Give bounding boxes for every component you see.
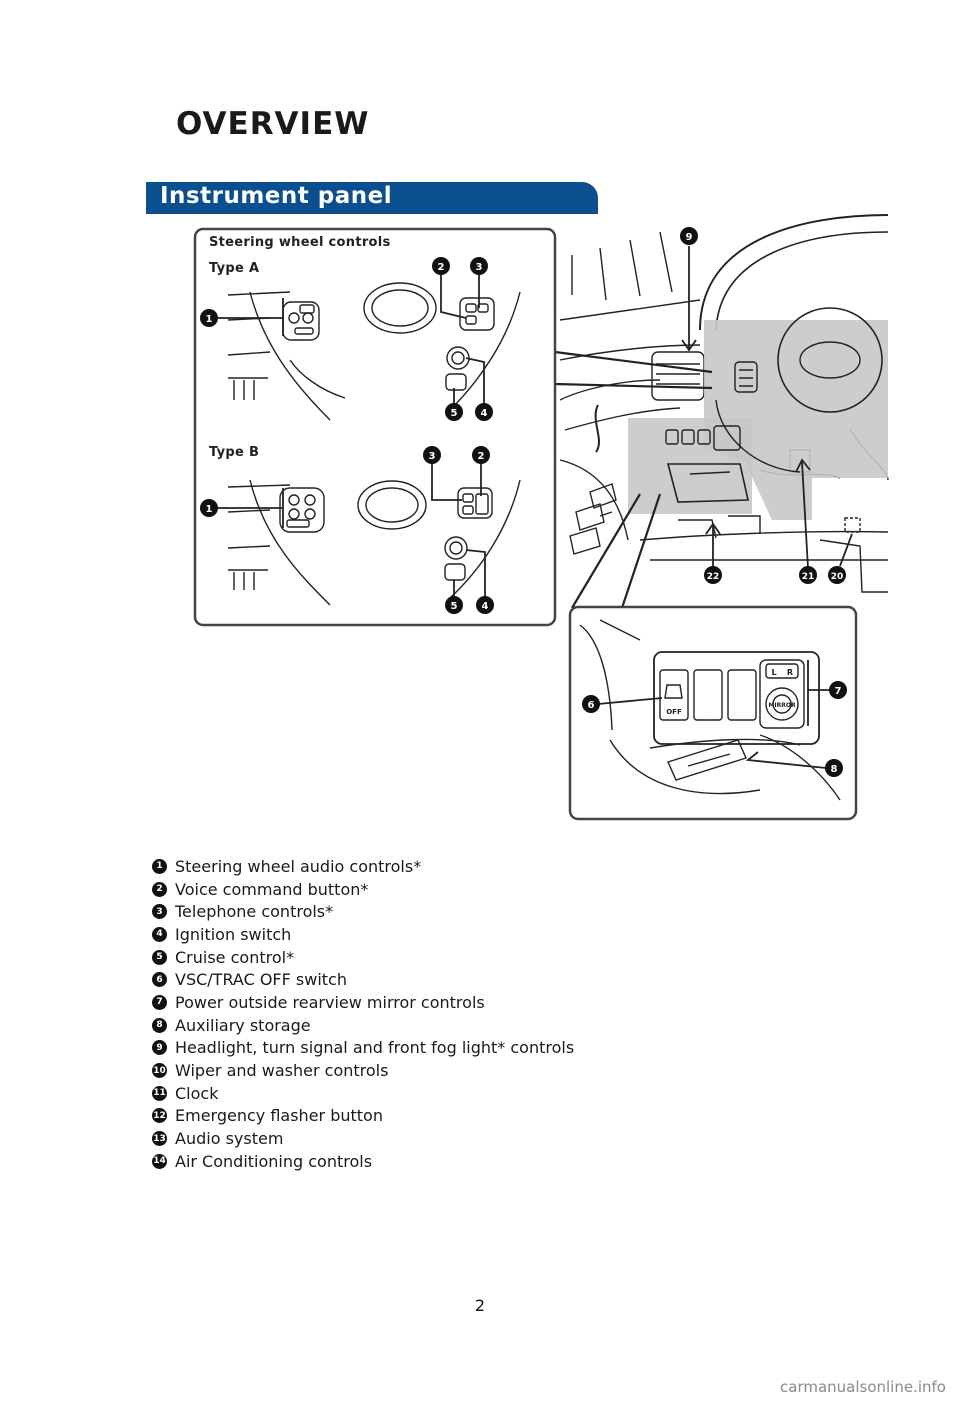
legend-number: 11: [152, 1085, 167, 1101]
legend-item: 5 Cruise control*: [152, 946, 574, 969]
legend-text: Wiper and washer controls: [175, 1061, 389, 1081]
section-header: Instrument panel: [146, 182, 598, 214]
page-title: OVERVIEW: [176, 106, 370, 142]
svg-text:20: 20: [831, 572, 844, 582]
legend-number: 14: [152, 1153, 167, 1169]
section-header-label: Instrument panel: [160, 183, 393, 209]
callout-type-b-1: 1: [200, 499, 218, 517]
legend-text: Clock: [175, 1083, 219, 1103]
svg-text:8: 8: [831, 764, 838, 775]
legend-number: 6: [152, 972, 167, 988]
callout-main-20: 20: [828, 566, 846, 584]
page-number: 2: [474, 1296, 486, 1315]
legend-number: 8: [152, 1017, 167, 1033]
callout-main-21: 21: [799, 566, 817, 584]
legend-item: 13 Audio system: [152, 1127, 574, 1150]
legend-item: 10 Wiper and washer controls: [152, 1059, 574, 1082]
mirror-l-label: L: [771, 668, 776, 677]
callout-type-b-3: 3: [423, 446, 441, 464]
mirror-r-label: R: [787, 668, 793, 677]
steering-controls-inset: [193, 227, 557, 627]
legend-item: 14 Air Conditioning controls: [152, 1150, 574, 1173]
type-a-label: Type A: [209, 261, 260, 276]
svg-text:7: 7: [835, 686, 842, 697]
svg-text:3: 3: [429, 451, 436, 462]
legend-text: Auxiliary storage: [175, 1015, 311, 1035]
legend-number: 12: [152, 1108, 167, 1124]
callout-type-a-4: 4: [475, 403, 493, 421]
legend-text: Cruise control*: [175, 947, 295, 967]
callout-main-22: 22: [704, 566, 722, 584]
legend-item: 8 Auxiliary storage: [152, 1014, 574, 1037]
center-console-highlight: [628, 418, 752, 514]
legend-number: 2: [152, 881, 167, 897]
legend-number: 3: [152, 904, 167, 920]
svg-text:3: 3: [476, 262, 483, 273]
svg-text:5: 5: [451, 408, 458, 419]
svg-text:22: 22: [707, 572, 720, 582]
legend-item: 7 Power outside rearview mirror controls: [152, 991, 574, 1014]
legend-item: 6 VSC/TRAC OFF switch: [152, 968, 574, 991]
legend-number: 9: [152, 1040, 167, 1056]
legend-item: 9 Headlight, turn signal and front fog li…: [152, 1037, 574, 1060]
legend-text: Emergency flasher button: [175, 1106, 383, 1126]
legend-text: Voice command button*: [175, 879, 369, 899]
svg-text:1: 1: [206, 314, 213, 325]
legend-text: Telephone controls*: [175, 902, 334, 922]
legend-number: 5: [152, 949, 167, 965]
legend-item: 4 Ignition switch: [152, 923, 574, 946]
vsc-off-label: OFF: [666, 708, 682, 716]
legend-list: 1 Steering wheel audio controls* 2 Voice c…: [152, 855, 574, 1173]
mirror-label: MIRROR: [768, 702, 796, 709]
legend-number: 4: [152, 926, 167, 942]
legend-text: Ignition switch: [175, 924, 292, 944]
legend-text: Audio system: [175, 1129, 284, 1149]
legend-item: 12 Emergency flasher button: [152, 1105, 574, 1128]
svg-text:2: 2: [478, 451, 485, 462]
legend-text: Steering wheel audio controls*: [175, 856, 422, 876]
legend-item: 1 Steering wheel audio controls*: [152, 855, 574, 878]
callout-detail-6: 6: [582, 695, 600, 713]
legend-text: Headlight, turn signal and front fog lig…: [175, 1038, 575, 1058]
callout-type-a-5: 5: [445, 403, 463, 421]
callout-type-b-5: 5: [445, 596, 463, 614]
svg-text:5: 5: [451, 601, 458, 612]
svg-text:9: 9: [686, 232, 693, 243]
svg-text:2: 2: [438, 262, 445, 273]
legend-number: 1: [152, 858, 167, 874]
callout-type-b-4: 4: [476, 596, 494, 614]
legend-item: 2 Voice command button*: [152, 878, 574, 901]
callout-type-a-3: 3: [470, 257, 488, 275]
legend-number: 7: [152, 994, 167, 1010]
legend-text: Power outside rearview mirror controls: [175, 992, 485, 1012]
legend-text: VSC/TRAC OFF switch: [175, 970, 347, 990]
legend-number: 10: [152, 1063, 167, 1079]
inset-title: Steering wheel controls: [209, 235, 391, 250]
callout-type-a-2: 2: [432, 257, 450, 275]
svg-text:21: 21: [802, 572, 815, 582]
svg-text:4: 4: [481, 408, 488, 419]
callout-detail-7: 7: [829, 681, 847, 699]
callout-main-9: 9: [680, 227, 698, 245]
console-switch-inset: [568, 605, 858, 821]
callout-detail-8: 8: [825, 759, 843, 777]
instrument-panel-illustration: 1 2 3 4 5 1 3 2 5 4 9 22 21 20 6 7 8 OFF…: [193, 214, 889, 821]
legend-number: 13: [152, 1131, 167, 1147]
type-b-label: Type B: [209, 445, 260, 460]
svg-text:6: 6: [588, 700, 595, 711]
svg-text:4: 4: [482, 601, 489, 612]
legend-item: 11 Clock: [152, 1082, 574, 1105]
svg-text:1: 1: [206, 504, 213, 515]
callout-type-a-1: 1: [200, 309, 218, 327]
type-b-wheel-drawing: [227, 479, 521, 606]
callout-type-b-2: 2: [472, 446, 490, 464]
watermark-text: carmanualsonline.info: [780, 1378, 946, 1396]
legend-item: 3 Telephone controls*: [152, 900, 574, 923]
legend-text: Air Conditioning controls: [175, 1151, 373, 1171]
